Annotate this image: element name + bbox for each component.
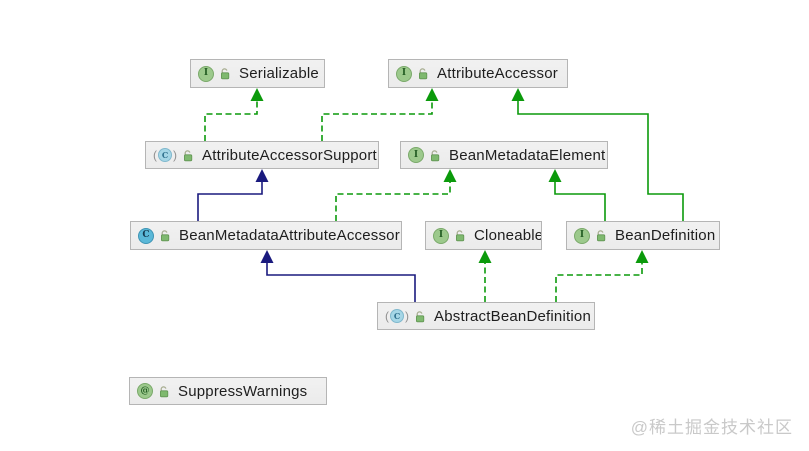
class-node-label: BeanMetadataElement bbox=[449, 146, 606, 164]
abstract-class-icon: (C) bbox=[385, 309, 409, 323]
lock-icon bbox=[414, 310, 426, 323]
edge-bean-metadata-attribute-accessor-extends-attribute-accessor-support bbox=[197, 181, 263, 221]
lock-icon bbox=[219, 67, 231, 80]
class-node-label: AbstractBeanDefinition bbox=[434, 307, 591, 325]
class-node-bean-metadata-element[interactable]: I BeanMetadataElement bbox=[400, 141, 608, 169]
arrowhead-attribute-accessor bbox=[425, 88, 439, 101]
lock-icon bbox=[454, 229, 466, 242]
interface-icon: I bbox=[408, 147, 424, 163]
class-node-label: BeanMetadataAttributeAccessor bbox=[179, 227, 400, 244]
lock-icon bbox=[429, 149, 441, 162]
edge-bean-definition-extends-attribute-accessor bbox=[517, 100, 684, 221]
edge-bean-definition-extends-bean-metadata-element bbox=[554, 181, 606, 221]
arrowhead-bean-metadata-attribute-accessor bbox=[260, 250, 274, 263]
class-node-label: AttributeAccessor bbox=[437, 65, 558, 82]
lock-icon bbox=[417, 67, 429, 80]
class-node-cloneable[interactable]: I Cloneable bbox=[425, 221, 542, 250]
class-node-bean-definition[interactable]: I BeanDefinition bbox=[566, 221, 720, 250]
lock-icon bbox=[159, 229, 171, 242]
class-node-label: AttributeAccessorSupport bbox=[202, 146, 377, 164]
interface-icon: I bbox=[198, 65, 214, 82]
class-node-label: Serializable bbox=[239, 65, 319, 82]
interface-icon: I bbox=[396, 65, 412, 82]
interface-icon: I bbox=[574, 227, 590, 244]
arrowhead-serializable bbox=[250, 88, 264, 101]
arrowhead-bean-definition bbox=[635, 250, 649, 263]
interface-icon: I bbox=[433, 227, 449, 244]
edge-abstract-bean-definition-extends-bean-metadata-attribute-accessor bbox=[266, 262, 416, 302]
arrowhead-attribute-accessor bbox=[511, 88, 525, 101]
abstract-class-icon: (C) bbox=[153, 148, 177, 162]
arrowhead-cloneable bbox=[478, 250, 492, 263]
class-node-label: SuppressWarnings bbox=[178, 382, 308, 400]
edge-attribute-accessor-support-implements-attribute-accessor bbox=[321, 100, 433, 141]
edge-abstract-bean-definition-implements-bean-definition bbox=[555, 262, 643, 302]
class-node-suppress-warnings[interactable]: @ SuppressWarnings bbox=[129, 377, 327, 405]
arrowhead-bean-metadata-element bbox=[548, 169, 562, 182]
edge-bean-metadata-attribute-accessor-implements-bean-metadata-element bbox=[335, 181, 451, 221]
edge-attribute-accessor-support-implements-serializable bbox=[204, 100, 258, 141]
arrowhead-attribute-accessor-support bbox=[255, 169, 269, 182]
annotation-icon: @ bbox=[137, 383, 153, 399]
class-node-label: BeanDefinition bbox=[615, 227, 716, 244]
lock-icon bbox=[182, 149, 194, 162]
lock-icon bbox=[595, 229, 607, 242]
arrowhead-bean-metadata-element bbox=[443, 169, 457, 182]
class-node-attribute-accessor-support[interactable]: (C) AttributeAccessorSupport bbox=[145, 141, 379, 169]
class-node-bean-metadata-attribute-accessor[interactable]: C BeanMetadataAttributeAccessor bbox=[130, 221, 402, 250]
class-node-label: Cloneable bbox=[474, 227, 542, 244]
class-node-abstract-bean-definition[interactable]: (C) AbstractBeanDefinition bbox=[377, 302, 595, 330]
class-icon: C bbox=[138, 227, 154, 244]
lock-icon bbox=[158, 385, 170, 398]
class-node-attribute-accessor[interactable]: I AttributeAccessor bbox=[388, 59, 568, 88]
class-node-serializable[interactable]: I Serializable bbox=[190, 59, 325, 88]
watermark: @稀土掘金技术社区 bbox=[630, 418, 793, 437]
